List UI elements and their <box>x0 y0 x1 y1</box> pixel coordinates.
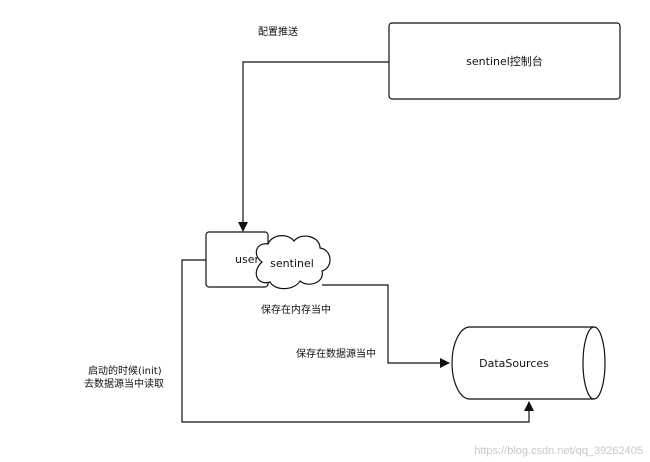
init-read-label-line1: 启动的时候(init) <box>88 364 162 377</box>
push-edge-label: 配置推送 <box>258 25 298 38</box>
init-read-label-line2: 去数据源当中读取 <box>84 377 164 390</box>
sentinel-console-box <box>388 22 621 100</box>
push-edge <box>238 61 389 232</box>
save-memory-label: 保存在内存当中 <box>261 303 331 316</box>
sentinel-cloud <box>255 235 331 290</box>
init-read-edge <box>181 259 534 423</box>
datasources-label: DataSources <box>479 357 549 370</box>
datasources-cylinder-rim <box>582 326 595 400</box>
sentinel-console-label: sentinel控制台 <box>466 54 543 68</box>
save-datasource-edge <box>322 284 450 368</box>
sentinel-cloud-label: sentinel <box>270 257 314 270</box>
user-label: user <box>235 253 259 266</box>
watermark: https://blog.csdn.net/qq_39262405 <box>474 445 643 457</box>
save-datasource-label: 保存在数据源当中 <box>296 347 376 360</box>
